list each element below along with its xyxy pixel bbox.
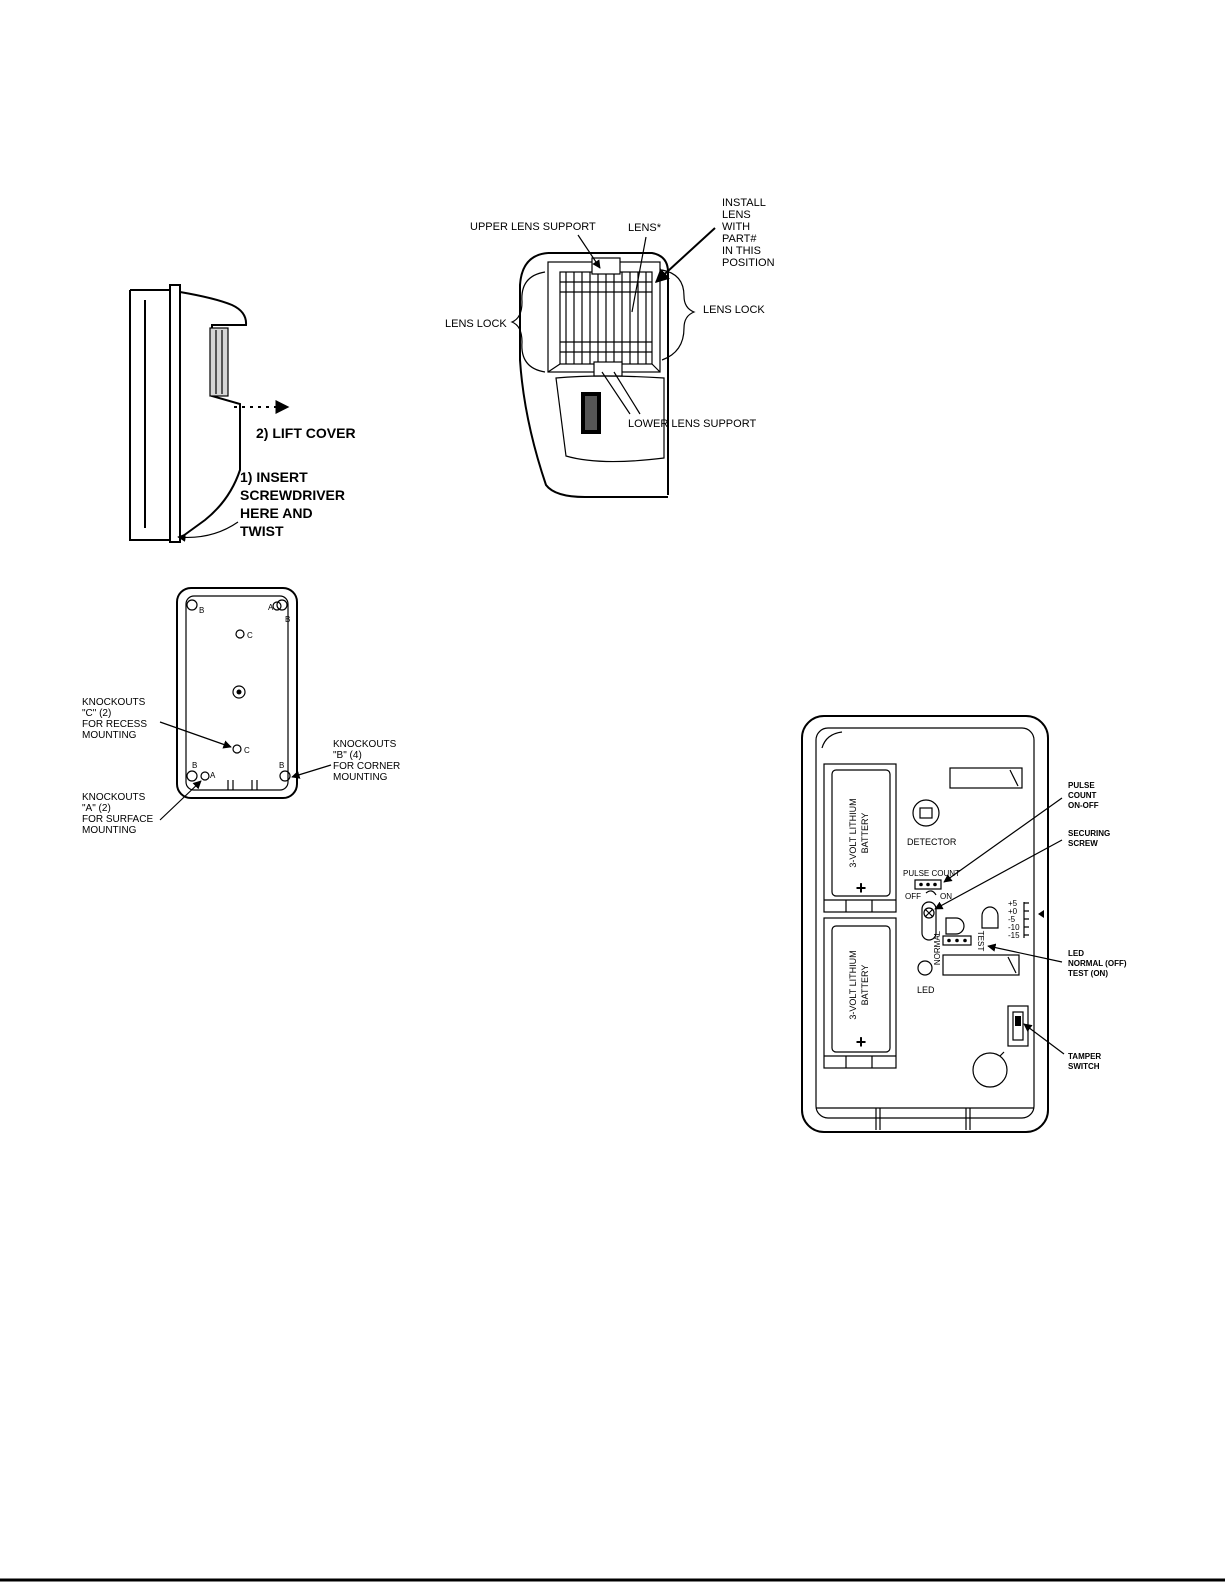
install-l2: LENS xyxy=(722,209,751,221)
twist-arrow xyxy=(177,521,239,542)
lift-cover-label: 2) LIFT COVER xyxy=(256,425,356,441)
install-l1: INSTALL xyxy=(722,197,766,209)
base-knockouts-figure: B A B C C B A B KNOCKOUTS "C" (2) FOR RE… xyxy=(82,587,400,836)
mark-c: C xyxy=(244,746,250,755)
circuit-board-figure: 3-VOLT LITHIUM BATTERY + 3-VOLT LITHIUM … xyxy=(801,715,1127,1133)
callout-tamper-l2: SWITCH xyxy=(1068,1062,1100,1071)
callout-pulse-l1: PULSE xyxy=(1068,781,1095,790)
connector-bottom xyxy=(942,954,1020,976)
cover-edge xyxy=(169,284,181,543)
led-indicator xyxy=(917,960,933,976)
lens-label: LENS* xyxy=(628,222,662,234)
callout-pulse-l2: COUNT xyxy=(1068,791,1097,800)
led-label: LED xyxy=(917,985,935,995)
mark-b: B xyxy=(199,606,204,615)
lens-lock-left-label: LENS LOCK xyxy=(445,318,507,330)
knockout-a-l1: KNOCKOUTS xyxy=(82,792,146,803)
knockout-a-l2: "A" (2) xyxy=(82,803,111,814)
knockout-b-bottom-right xyxy=(279,770,291,782)
battery-bottom-label-l2: BATTERY xyxy=(860,965,870,1006)
fresnel-lens xyxy=(559,271,653,365)
insert-screwdriver-l2: SCREWDRIVER xyxy=(240,487,345,503)
pulse-count-label: PULSE COUNT xyxy=(903,869,960,878)
scale-pointer xyxy=(1038,910,1044,918)
mark-c: C xyxy=(247,631,253,640)
range-scale: +5 +0 -5 -10 -15 xyxy=(1008,899,1044,940)
cover-removal-figure: 2) LIFT COVER 1) INSERT SCREWDRIVER HERE… xyxy=(129,284,356,543)
scale-tick-0: +5 xyxy=(1008,899,1018,908)
knockout-b-l4: MOUNTING xyxy=(333,772,388,783)
upper-lens-support-label: UPPER LENS SUPPORT xyxy=(470,221,596,233)
knockout-c-top xyxy=(235,629,245,639)
battery-bottom-label-l1: 3-VOLT LITHIUM xyxy=(848,950,858,1019)
battery-top: 3-VOLT LITHIUM BATTERY + xyxy=(823,763,897,913)
callout-screw-l2: SCREW xyxy=(1068,839,1098,848)
normal-label: NORMAL xyxy=(933,930,942,965)
mark-b: B xyxy=(192,761,197,770)
upper-lens-support xyxy=(591,257,621,275)
lower-lens-support xyxy=(593,361,623,377)
knockout-b-l2: "B" (4) xyxy=(333,750,362,761)
knockout-b-bottom-left xyxy=(186,770,198,782)
lens-lock-right-label: LENS LOCK xyxy=(703,304,765,316)
lens-window xyxy=(209,327,229,397)
knockout-a-l3: FOR SURFACE xyxy=(82,814,153,825)
install-l4: PART# xyxy=(722,233,757,245)
battery-top-plus: + xyxy=(856,878,867,898)
mark-a: A xyxy=(268,603,274,612)
pulse-on-label: ON xyxy=(940,892,952,901)
battery-bottom: 3-VOLT LITHIUM BATTERY + xyxy=(823,917,897,1069)
install-l6: POSITION xyxy=(722,257,775,269)
callout-led-l1: LED xyxy=(1068,949,1084,958)
battery-bottom-plus: + xyxy=(856,1032,867,1052)
round-component xyxy=(972,1052,1008,1088)
mark-a: A xyxy=(210,771,216,780)
connector-top xyxy=(949,767,1023,789)
detector-label: DETECTOR xyxy=(907,837,957,847)
knockout-a-l4: MOUNTING xyxy=(82,825,137,836)
knockout-b-l3: FOR CORNER xyxy=(333,761,400,772)
install-l5: IN THIS xyxy=(722,245,761,257)
center-hole xyxy=(232,685,246,699)
knockout-c-l2: "C" (2) xyxy=(82,708,111,719)
scale-tick-4: -15 xyxy=(1008,931,1020,940)
callout-led-l3: TEST (ON) xyxy=(1068,969,1108,978)
knockout-b-top-right xyxy=(276,599,288,611)
callout-led-l2: NORMAL (OFF) xyxy=(1068,959,1127,968)
knockout-b-l1: KNOCKOUTS xyxy=(333,739,397,750)
lens-installation-figure: UPPER LENS SUPPORT LENS* INSTALL LENS WI… xyxy=(445,197,775,498)
scale-tick-1: +0 xyxy=(1008,907,1018,916)
callout-screw-l1: SECURING xyxy=(1068,829,1110,838)
insert-screwdriver-l1: 1) INSERT xyxy=(240,469,308,485)
scale-tick-3: -10 xyxy=(1008,923,1020,932)
knockout-c-l4: MOUNTING xyxy=(82,730,137,741)
insert-screwdriver-l3: HERE AND xyxy=(240,505,313,521)
install-l3: WITH xyxy=(722,221,750,233)
pulse-off-label: OFF xyxy=(905,892,921,901)
lower-lens-support-label: LOWER LENS SUPPORT xyxy=(628,418,756,430)
knockout-c-l3: FOR RECESS xyxy=(82,719,147,730)
callout-pulse-l3: ON-OFF xyxy=(1068,801,1099,810)
mark-b: B xyxy=(279,761,284,770)
test-label: TEST xyxy=(976,931,985,952)
callout-tamper-l1: TAMPER xyxy=(1068,1052,1101,1061)
scale-tick-2: -5 xyxy=(1008,915,1016,924)
knockout-b-top-left xyxy=(186,599,198,611)
knockout-a-top xyxy=(272,601,282,611)
insert-screwdriver-l4: TWIST xyxy=(240,523,284,539)
knockout-c-bottom xyxy=(232,744,242,754)
battery-top-label-l2: BATTERY xyxy=(860,813,870,854)
battery-top-label-l1: 3-VOLT LITHIUM xyxy=(848,798,858,867)
knockout-a-bottom xyxy=(200,771,210,781)
knockout-c-l1: KNOCKOUTS xyxy=(82,697,146,708)
mark-b: B xyxy=(285,615,290,624)
